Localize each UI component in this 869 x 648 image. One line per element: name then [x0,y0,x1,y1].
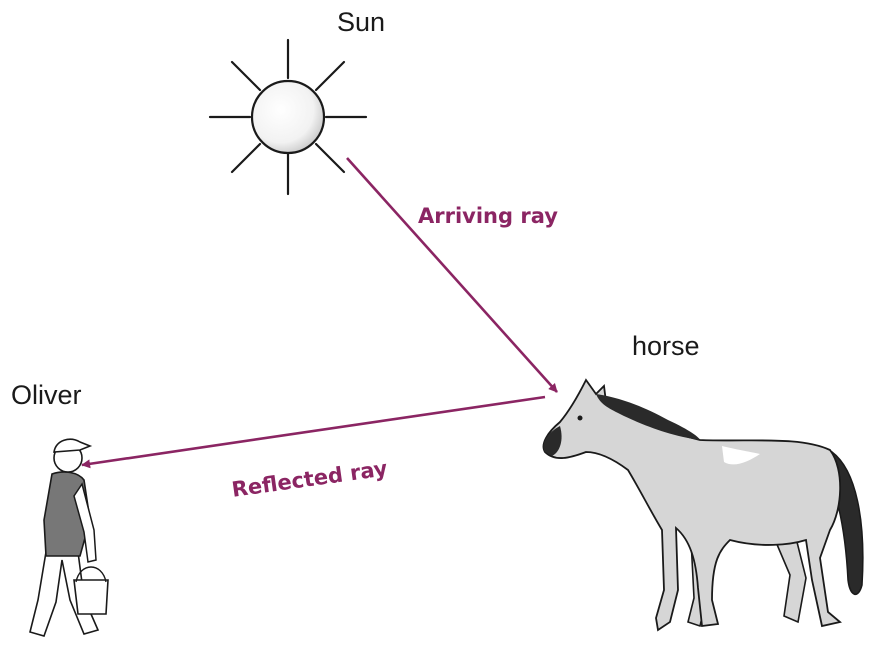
sun-icon [208,38,368,196]
reflected-ray-arrow [81,395,546,469]
person-icon [29,438,109,637]
arriving-ray-arrow [346,157,558,393]
observer-label: Oliver [11,380,82,410]
horse-label: horse [632,331,700,361]
sun-label: Sun [337,7,386,37]
horse-icon [542,378,864,632]
arriving-ray-label: Arriving ray [418,204,558,228]
